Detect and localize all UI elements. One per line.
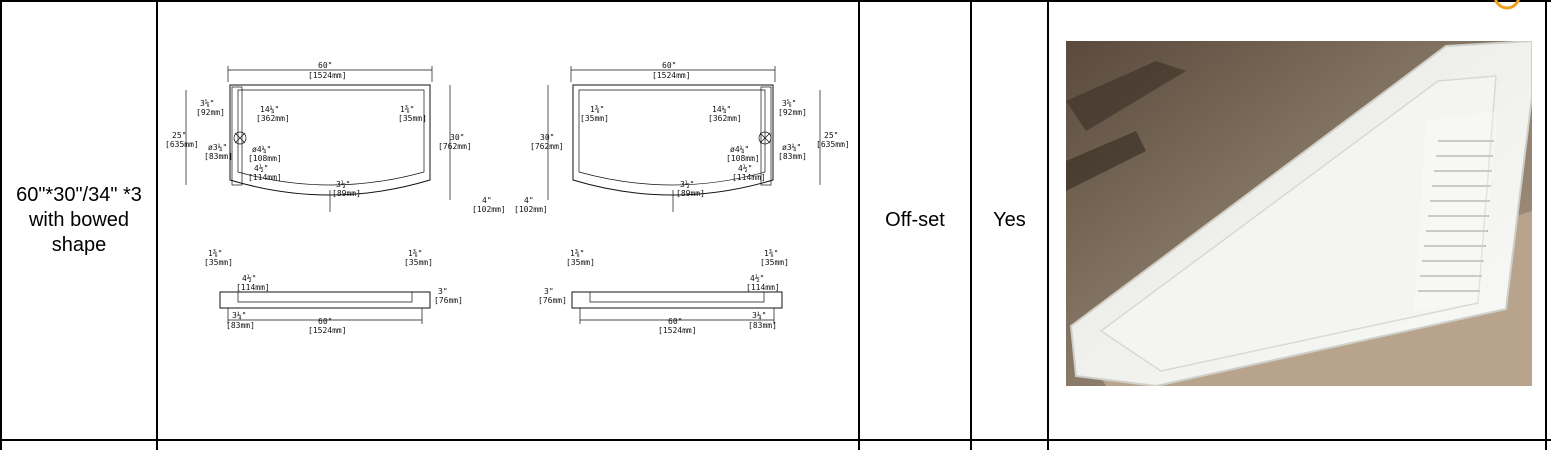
tl-height-left: 25" bbox=[172, 131, 186, 140]
tl-end-wall: 1⅜" bbox=[400, 105, 414, 114]
sl-wall-left: 1⅜" bbox=[208, 249, 222, 258]
table-bottom-border bbox=[0, 439, 1551, 441]
included-value: Yes bbox=[993, 208, 1026, 231]
sl-drain-gap-mm: [114mm] bbox=[236, 283, 270, 292]
tl-drain-dia-mm: [83mm] bbox=[204, 152, 233, 161]
tr-drain-outer-mm: [108mm] bbox=[726, 154, 760, 163]
tr-drain-gap: 4½" bbox=[738, 163, 752, 173]
sr-length: 60" bbox=[668, 317, 682, 326]
tl-drain-offset: 14¼" bbox=[260, 105, 279, 114]
tl-drain-offset-mm: [362mm] bbox=[256, 114, 290, 123]
sr-wall-left: 1⅜" bbox=[570, 249, 584, 258]
tl-height-left-mm: [635mm] bbox=[165, 140, 199, 149]
drain-position: Off-set bbox=[885, 208, 945, 231]
col-divider-1 bbox=[0, 0, 2, 450]
tr-height-left-mm: [762mm] bbox=[530, 142, 564, 151]
plan-view-left: 60" [1524mm] 3⅝" [92mm] 14¼" [362mm] 1⅜"… bbox=[165, 61, 506, 214]
tr-drain-dia-mm: [83mm] bbox=[778, 152, 807, 161]
tl-width-mm: [1524mm] bbox=[308, 71, 347, 80]
sl-depth: 3" bbox=[438, 287, 448, 296]
tr-bow-depth: 3½" bbox=[680, 179, 694, 189]
tr-bow-extra-mm: [102mm] bbox=[514, 205, 548, 214]
tr-width-mm: [1524mm] bbox=[652, 71, 691, 80]
size-label: 60"*30"/34" *3 with bowed shape bbox=[16, 183, 142, 256]
drain-position-cell: Off-set bbox=[860, 2, 970, 438]
sl-side-inset-mm: [83mm] bbox=[226, 321, 255, 330]
tr-drain-outer: ø4¼" bbox=[730, 145, 749, 154]
tl-end-wall-mm: [35mm] bbox=[398, 114, 427, 123]
tr-height-right-mm: [635mm] bbox=[816, 140, 850, 149]
col-divider-3 bbox=[858, 0, 860, 450]
tl-height-right-mm: [762mm] bbox=[438, 142, 472, 151]
tr-end-wall: 1⅜" bbox=[590, 105, 604, 114]
sr-drain-gap: 4½" bbox=[750, 273, 764, 283]
tl-side-inset: 3⅝" bbox=[200, 99, 214, 108]
tr-side-inset: 3⅝" bbox=[782, 99, 796, 108]
sl-wall-right: 1⅜" bbox=[408, 249, 422, 258]
tl-width: 60" bbox=[318, 61, 332, 70]
tl-drain-gap: 4½" bbox=[254, 163, 268, 173]
side-view-right: 1⅜" [35mm] 1⅜" [35mm] 4½" [114mm] 3" [76… bbox=[538, 249, 789, 335]
tl-drain-dia: ø3¼" bbox=[208, 143, 227, 152]
sr-length-mm: [1524mm] bbox=[658, 326, 697, 335]
sr-wall-right-mm: [35mm] bbox=[760, 258, 789, 267]
dimension-drawing: 60" [1524mm] 3⅝" [92mm] 14¼" [362mm] 1⅜"… bbox=[160, 40, 855, 440]
tl-drain-outer-mm: [108mm] bbox=[248, 154, 282, 163]
sl-length: 60" bbox=[318, 317, 332, 326]
tray-ribs bbox=[1418, 140, 1494, 292]
sl-side-inset: 3¼" bbox=[232, 311, 246, 320]
sl-length-mm: [1524mm] bbox=[308, 326, 347, 335]
sl-wall-right-mm: [35mm] bbox=[404, 258, 433, 267]
tl-bow-extra: 4" bbox=[482, 196, 492, 205]
col-divider-4 bbox=[970, 0, 972, 450]
side-view-left: 1⅜" [35mm] 1⅜" [35mm] 4½" [114mm] 3" [76… bbox=[204, 249, 463, 335]
tr-width: 60" bbox=[662, 61, 676, 70]
tl-height-right: 30" bbox=[450, 133, 464, 142]
sl-depth-mm: [76mm] bbox=[434, 296, 463, 305]
sr-wall-right: 1⅜" bbox=[764, 249, 778, 258]
tr-end-wall-mm: [35mm] bbox=[580, 114, 609, 123]
sr-drain-gap-mm: [114mm] bbox=[746, 283, 780, 292]
tl-side-inset-mm: [92mm] bbox=[196, 108, 225, 117]
sl-wall-left-mm: [35mm] bbox=[204, 258, 233, 267]
table-top-border bbox=[0, 0, 1551, 2]
tr-drain-offset-mm: [362mm] bbox=[708, 114, 742, 123]
sl-drain-gap: 4½" bbox=[242, 273, 256, 283]
tr-side-inset-mm: [92mm] bbox=[778, 108, 807, 117]
sr-depth-mm: [76mm] bbox=[538, 296, 567, 305]
tl-drain-gap-mm: [114mm] bbox=[248, 173, 282, 182]
tl-bow-depth: 3½" bbox=[336, 179, 350, 189]
tr-drain-offset: 14¼" bbox=[712, 105, 731, 114]
shower-tray-photo bbox=[1066, 41, 1532, 386]
tr-bow-extra: 4" bbox=[524, 196, 534, 205]
col-divider-5 bbox=[1047, 0, 1049, 450]
sr-side-inset: 3¼" bbox=[752, 311, 766, 320]
tl-bow-extra-mm: [102mm] bbox=[472, 205, 506, 214]
included-cell: Yes bbox=[972, 2, 1047, 438]
sr-wall-left-mm: [35mm] bbox=[566, 258, 595, 267]
size-label-cell: 60"*30"/34" *3 with bowed shape bbox=[4, 2, 154, 438]
tl-bow-depth-mm: [89mm] bbox=[332, 189, 361, 198]
brand-logo-icon bbox=[1494, 0, 1520, 10]
sr-side-inset-mm: [83mm] bbox=[748, 321, 777, 330]
tr-height-left: 30" bbox=[540, 133, 554, 142]
tr-height-right: 25" bbox=[824, 131, 838, 140]
plan-view-right: 60" [1524mm] 1⅜" [35mm] 14¼" [362mm] 3⅝"… bbox=[514, 61, 850, 214]
col-divider-6 bbox=[1545, 0, 1547, 450]
sr-depth: 3" bbox=[544, 287, 554, 296]
tr-bow-depth-mm: [89mm] bbox=[676, 189, 705, 198]
tr-drain-gap-mm: [114mm] bbox=[732, 173, 766, 182]
tl-drain-outer: ø4¼" bbox=[252, 145, 271, 154]
tr-drain-dia: ø3¼" bbox=[782, 143, 801, 152]
col-divider-2 bbox=[156, 0, 158, 450]
